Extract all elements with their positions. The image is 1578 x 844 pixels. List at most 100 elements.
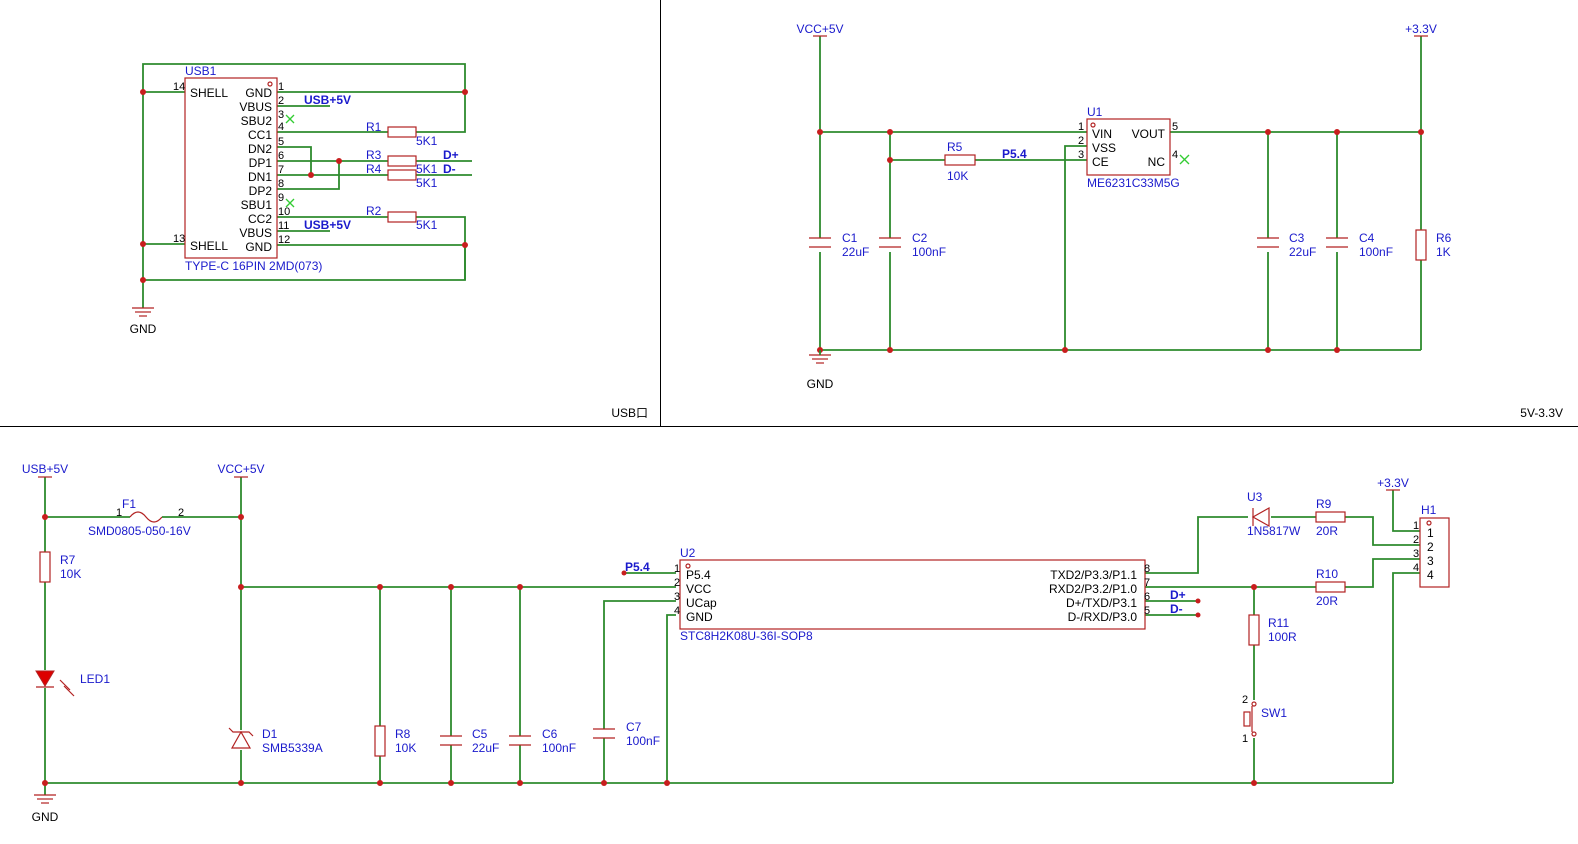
header-h1[interactable]: H1 1 2 3 4 1 2 3 4 — [1413, 503, 1450, 588]
junction — [1251, 584, 1257, 590]
u1-pin-name: VIN — [1092, 127, 1112, 141]
usb1-pin-num: 2 — [278, 95, 284, 107]
h1-pin-num: 2 — [1413, 534, 1419, 546]
u1-regulator[interactable]: U1 ME6231C33M5G 1 2 3 VIN VSS CE VOUT NC… — [1078, 105, 1180, 190]
junction — [462, 242, 468, 248]
r1-value: 5K1 — [416, 134, 438, 148]
resistor-r4[interactable]: R4 5K1 — [366, 162, 438, 190]
gnd-symbol-icon — [132, 307, 154, 317]
u2-pin-num: 6 — [1144, 591, 1150, 603]
resistor-r10[interactable]: R10 20R — [1315, 567, 1346, 608]
r5-ref: R5 — [947, 140, 963, 154]
u2-pin-name: D+/TXD/P3.1 — [1066, 596, 1137, 610]
r7-value: 10K — [60, 567, 81, 581]
junction — [1418, 129, 1424, 135]
capacitor-c6[interactable]: C6 100nF — [509, 727, 576, 755]
resistor-r8[interactable]: R8 10K — [374, 725, 416, 757]
resistor-r1[interactable]: R1 5K1 — [366, 120, 438, 148]
led-icon[interactable]: LED1 — [35, 670, 110, 697]
regulator-section: VCC+5V +3.3V C1 22uF C2 100nF C3 22uF C4… — [796, 22, 1451, 391]
pin1-marker — [1090, 122, 1096, 128]
resistor-r3[interactable]: R3 5K1 — [366, 148, 438, 176]
u1-value: ME6231C33M5G — [1087, 176, 1180, 190]
capacitor-c7[interactable]: C7 100nF — [593, 720, 660, 748]
usb1-pin-name: SBU1 — [241, 198, 273, 212]
r8-value: 10K — [395, 741, 416, 755]
usb1-pin-name: CC2 — [248, 212, 272, 226]
net-label-p54: P5.4 — [625, 560, 650, 574]
c6-value: 100nF — [542, 741, 576, 755]
resistor-r11[interactable]: R11 100R — [1248, 614, 1297, 646]
capacitor-c3[interactable]: C3 22uF — [1257, 231, 1316, 259]
capacitor-c1[interactable]: C1 22uF — [809, 231, 869, 259]
usb1-pin-num: 6 — [278, 150, 284, 162]
u2-mcu[interactable]: U2 STC8H2K08U-36I-SOP8 1 2 3 4 P5.4 VCC … — [674, 546, 1150, 643]
pin1-marker — [685, 563, 691, 569]
u2-pin-name: D-/RXD/P3.0 — [1068, 610, 1138, 624]
usb1-pin-num: 1 — [278, 81, 284, 93]
fuse-f1[interactable]: F1 1 2 SMD0805-050-16V — [88, 497, 191, 538]
u1-pin-num: 5 — [1172, 121, 1178, 133]
u3-value: 1N5817W — [1247, 524, 1301, 538]
r3-value: 5K1 — [416, 162, 438, 176]
wire — [666, 614, 676, 783]
wire — [277, 161, 340, 190]
net-label-dplus: D+ — [443, 148, 459, 162]
no-connect-icon — [285, 114, 295, 124]
resistor-r5[interactable]: R5 10K — [944, 140, 976, 183]
r6-value: 1K — [1436, 245, 1451, 259]
gnd-label: GND — [32, 810, 59, 824]
net-label-p54: P5.4 — [1002, 147, 1027, 161]
c4-ref: C4 — [1359, 231, 1375, 245]
capacitor-c5[interactable]: C5 22uF — [440, 727, 499, 755]
junction — [1265, 129, 1271, 135]
usb1-pin-name: DN1 — [248, 170, 272, 184]
tvs-diode-icon[interactable]: D1 SMB5339A — [228, 727, 323, 755]
usb1-pin-num: 13 — [173, 233, 185, 245]
resistor-r9[interactable]: R9 20R — [1315, 497, 1346, 538]
junction — [517, 584, 523, 590]
u3-ref: U3 — [1247, 490, 1263, 504]
wire — [1392, 572, 1420, 783]
pin1-marker — [267, 81, 273, 87]
usb1-pin-num: 5 — [278, 136, 284, 148]
u1-pin-num: 2 — [1078, 135, 1084, 147]
junction — [1251, 780, 1257, 786]
switch-sw1[interactable]: 2 1 SW1 — [1242, 694, 1287, 745]
sw1-ref: SW1 — [1261, 706, 1287, 720]
resistor-r7[interactable]: R7 10K — [39, 551, 81, 583]
u2-ref: U2 — [680, 546, 696, 560]
junction — [308, 172, 314, 178]
junction — [448, 780, 454, 786]
u1-body — [1086, 118, 1171, 176]
usb1-pin-name: GND — [245, 240, 272, 254]
usb1-body — [184, 77, 278, 259]
usb1-pin-name: CC1 — [248, 128, 272, 142]
sw1-pin: 2 — [1242, 694, 1248, 706]
h1-pin-name: 4 — [1427, 568, 1434, 582]
junction — [621, 570, 627, 576]
usb1-connector[interactable]: USB1 TYPE-C 16PIN 2MD(073) 14 SHELL 13 S… — [173, 64, 322, 273]
net-label-vcc5v: VCC+5V — [796, 22, 843, 36]
f1-value: SMD0805-050-16V — [88, 524, 191, 538]
u1-pin-name: VSS — [1092, 141, 1116, 155]
schottky-diode-icon[interactable]: U3 1N5817W — [1247, 490, 1301, 538]
capacitor-c4[interactable]: C4 100nF — [1326, 231, 1393, 259]
r5-value: 10K — [947, 169, 968, 183]
capacitor-c2[interactable]: C2 100nF — [879, 231, 946, 259]
resistor-r2[interactable]: R2 5K1 — [366, 204, 438, 232]
f1-pin: 2 — [178, 507, 184, 519]
c7-ref: C7 — [626, 720, 642, 734]
usb1-pin-num: 11 — [278, 220, 289, 232]
usb1-pin-num: 7 — [278, 164, 284, 176]
junction — [1334, 347, 1340, 353]
usb1-pin-name: SHELL — [190, 239, 228, 253]
resistor-r6[interactable]: R6 1K — [1415, 229, 1452, 261]
usb1-pin-name: VBUS — [239, 100, 272, 114]
h1-pin-name: 2 — [1427, 540, 1434, 554]
junction — [377, 780, 383, 786]
usb1-pin-num: 14 — [173, 81, 185, 93]
u1-pin-num: 1 — [1078, 121, 1084, 133]
r1-ref: R1 — [366, 120, 382, 134]
r9-ref: R9 — [1316, 497, 1332, 511]
